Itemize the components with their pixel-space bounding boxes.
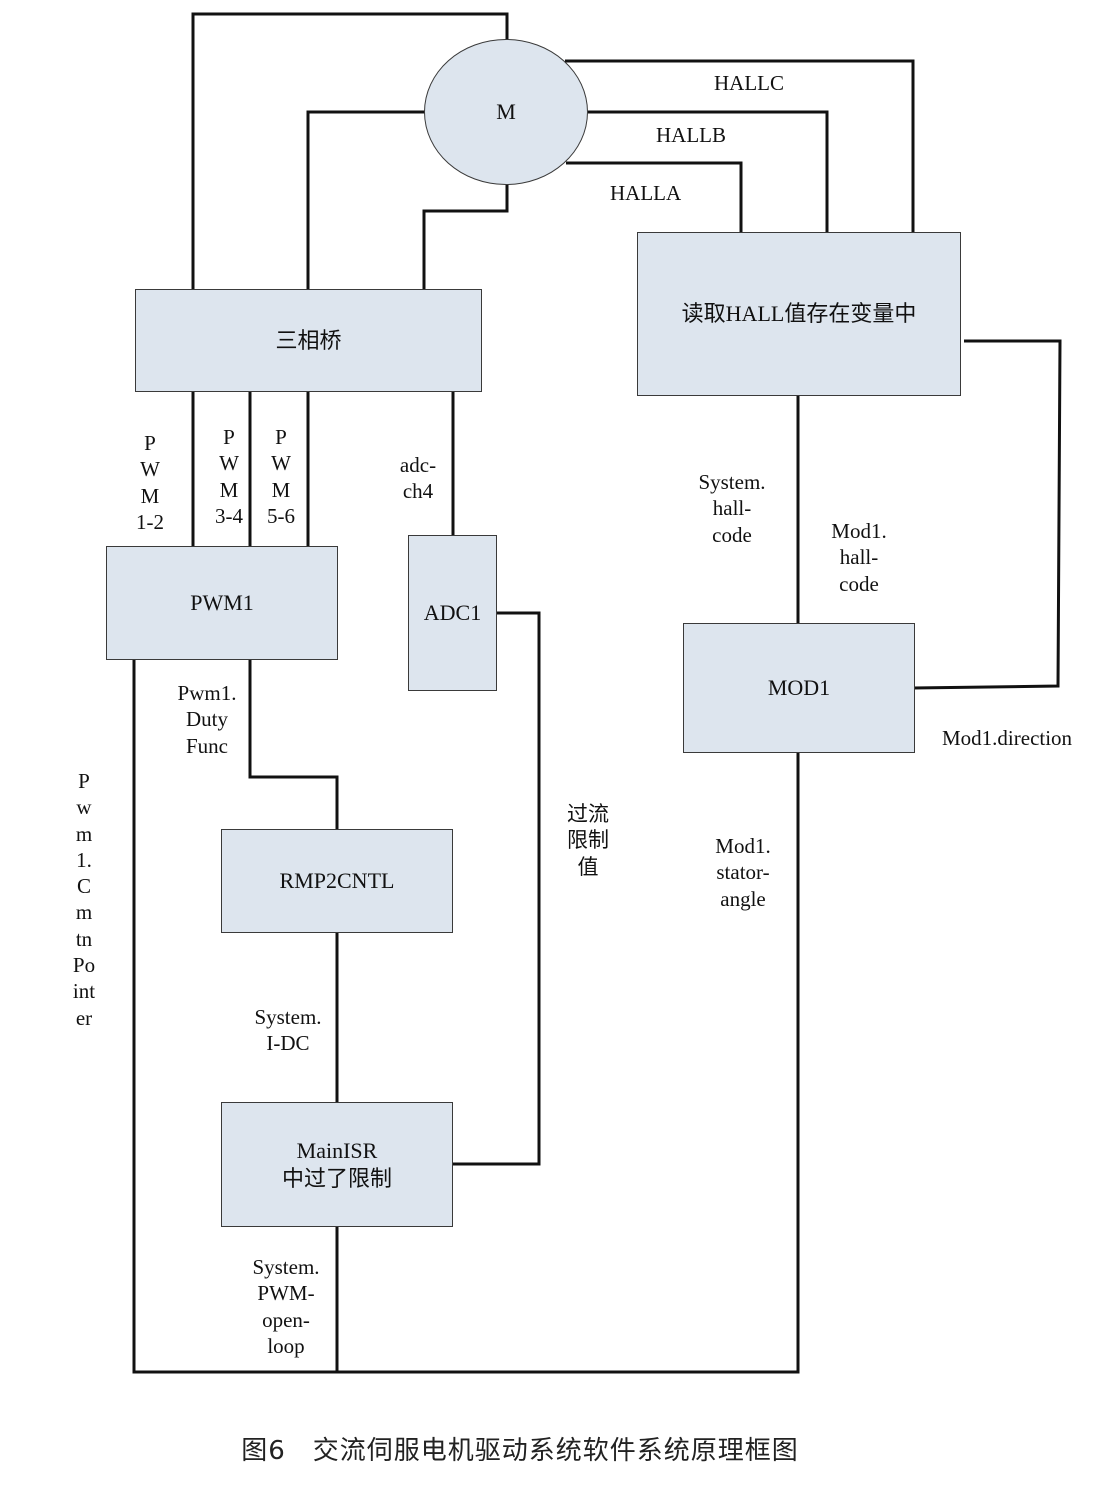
wire-overcurrent [452,611,541,1166]
rmp2cntl-box: RMP2CNTL [221,829,453,933]
mainisr-label-line1: MainISR [296,1138,378,1163]
mod1-stator-angle-label: Mod1.stator-angle [715,834,771,911]
mod1-label: MOD1 [767,675,831,701]
wire-phase-3 [422,183,509,289]
system-idc-label: System.I-DC [254,1005,322,1056]
wire-pwm1-duty [248,659,339,830]
hallb-label: HALLB [656,123,726,147]
mod1-box: MOD1 [683,623,915,753]
system-hall-code-label: System.hall-code [698,470,766,547]
overcurrent-limit-label: 过流限制值 [567,802,609,879]
wire-phase-2 [306,110,425,289]
halla-label: HALLA [610,181,682,205]
wire-hallc [565,59,915,233]
three-phase-bridge-box: 三相桥 [135,289,482,392]
motor-label: M [496,99,516,124]
figure-caption: 图6 交流伺服电机驱动系统软件系统原理框图 [241,1436,799,1466]
three-phase-bridge-label: 三相桥 [275,327,342,353]
pwm1-label: PWM1 [190,590,254,616]
mainisr-label-line2: 中过了限制 [281,1165,392,1191]
hall-read-box: 读取HALL值存在变量中 [637,232,961,396]
mod1-direction-label: Mod1.direction [942,726,1073,750]
wire-halla [566,161,743,233]
adc1-box: ADC1 [408,535,497,691]
adc1-label: ADC1 [423,600,482,626]
rmp2cntl-label: RMP2CNTL [279,868,395,894]
wire-phase-1 [191,12,509,289]
wire-hallb [588,110,829,233]
wire-cmtn-pointer [132,659,800,1374]
hallc-label: HALLC [714,71,784,95]
hall-read-label: 读取HALL值存在变量中 [681,301,917,327]
adc-ch4-label: adc-ch4 [399,453,437,504]
mainisr-box: MainISR 中过了限制 [221,1102,453,1227]
motor-node: M [424,39,588,185]
mod1-hall-code-label: Mod1.hall-code [831,519,887,596]
system-pwm-open-loop-label: System.PWM-open-loop [252,1255,320,1358]
pwm1-box: PWM1 [106,546,338,660]
wire-mod1-hall-code [912,339,1062,690]
